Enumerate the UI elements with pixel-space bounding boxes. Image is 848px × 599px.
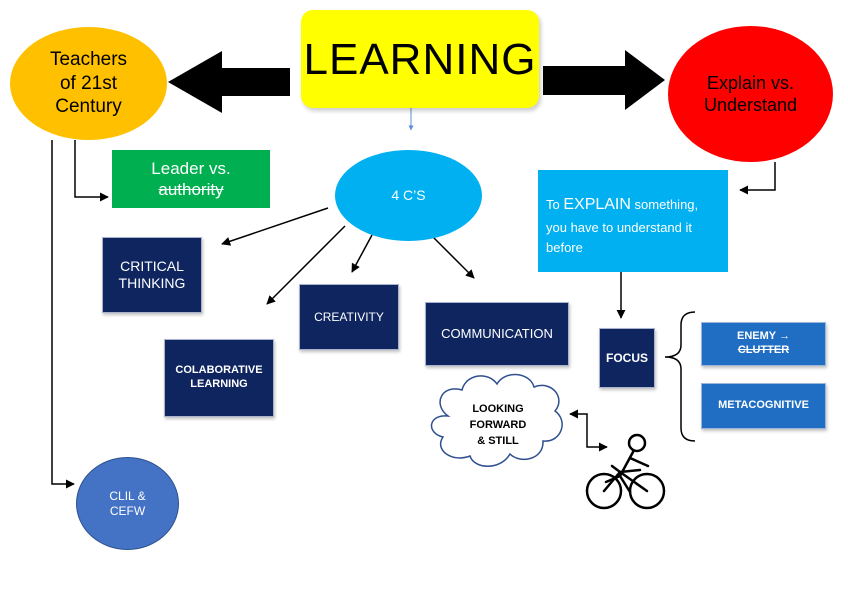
teachers-label: Teachers of 21st Century [49, 48, 128, 118]
explain-box-lead: To [546, 197, 564, 212]
focus-box: FOCUS [599, 328, 655, 388]
leader-box: Leader vs. authority [112, 150, 270, 208]
teachers-ellipse: Teachers of 21st Century [10, 27, 167, 140]
big-left-arrow-icon [168, 51, 290, 113]
focus-label: FOCUS [606, 350, 648, 365]
fourcs-to-colaborative [266, 225, 346, 305]
colaborative-learning-box: COLABORATIVE LEARNING [164, 339, 274, 417]
critical-thinking-label: CRITICAL THINKING [118, 257, 186, 292]
leader-line1: Leader vs. [151, 158, 231, 178]
brace-icon [664, 311, 696, 442]
explain-label: Explain vs. Understand [703, 72, 798, 116]
communication-box: COMMUNICATION [425, 302, 569, 366]
clil-label: CLIL & CEFW [109, 488, 146, 518]
communication-label: COMMUNICATION [441, 325, 553, 341]
four-cs-label: 4 C’S [391, 186, 426, 203]
critical-thinking-box: CRITICAL THINKING [102, 237, 202, 313]
explain-box: To EXPLAIN something, you have to unders… [538, 170, 728, 272]
clutter-label: CLUTTER [737, 344, 790, 356]
teachers-to-leader-connector [74, 140, 109, 202]
fourcs-to-communication [431, 235, 475, 279]
clil-circle: CLIL & CEFW [76, 457, 179, 550]
fourcs-to-creativity [351, 234, 373, 273]
fourcs-to-critical [221, 207, 329, 246]
enemy-label: ENEMY → [737, 330, 790, 343]
big-right-arrow-icon [543, 50, 665, 110]
colaborative-learning-label: COLABORATIVE LEARNING [175, 364, 263, 390]
learning-title: LEARNING [303, 34, 537, 84]
looking-forward-label: LOOKING FORWARD & STILL [469, 403, 527, 447]
leader-line2: authority [158, 180, 224, 199]
four-cs-ellipse: 4 C’S [335, 150, 482, 241]
creativity-box: CREATIVITY [299, 284, 399, 350]
explain-box-caps: EXPLAIN [563, 196, 631, 213]
explain-box-text: To EXPLAIN something, you have to unders… [546, 192, 720, 259]
metacognitive-box: METACOGNITIVE [701, 383, 826, 429]
cyclist-icon [585, 433, 666, 510]
cloud-icon [430, 373, 563, 467]
cloud-to-cyclist-connector [569, 409, 608, 452]
learning-title-box: LEARNING [301, 10, 539, 108]
looking-forward-text-box: LOOKING FORWARD & STILL [446, 394, 550, 458]
explain-to-box-connector [739, 162, 776, 195]
enemy-clutter-box: ENEMY → CLUTTER [701, 322, 826, 366]
teachers-to-clil-connector [51, 140, 75, 489]
explain-ellipse: Explain vs. Understand [668, 26, 833, 162]
metacognitive-label: METACOGNITIVE [718, 399, 809, 412]
creativity-label: CREATIVITY [314, 309, 384, 324]
explain-box-rest: something, you have to understand it bef… [546, 197, 699, 256]
